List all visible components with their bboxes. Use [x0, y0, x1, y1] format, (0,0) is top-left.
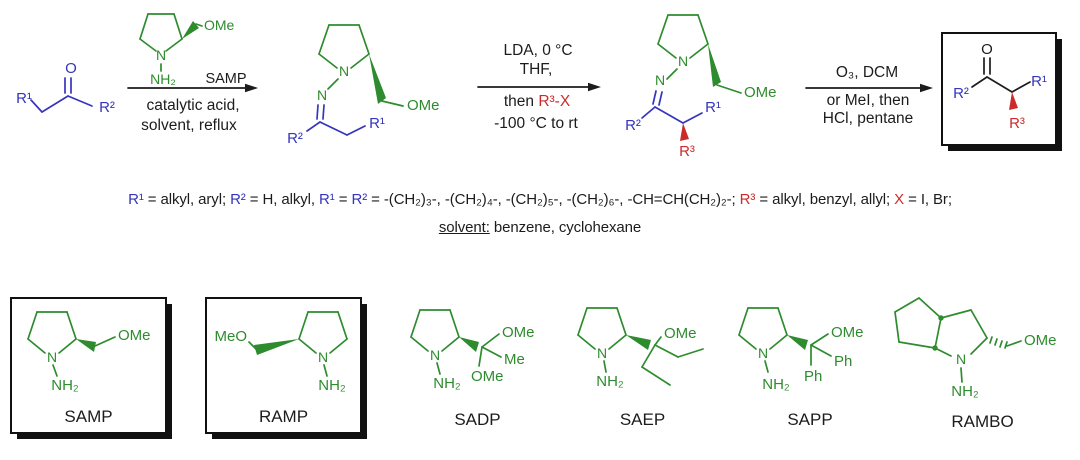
samp-caption: SAMP [64, 407, 113, 426]
product-box: O R² R¹ R³ [941, 32, 1057, 146]
samp-reagent-n-label: N [156, 47, 166, 63]
ramp-aux-structure: N NH₂ MeO [214, 311, 348, 394]
saep-aux-n-label: N [597, 345, 607, 361]
rambo-aux-nh2-label: NH₂ [951, 383, 979, 400]
ramp-aux-bonds [248, 311, 348, 377]
samp-aux-nh2-label: NH₂ [51, 377, 79, 394]
ramp-aux-meo-label: MeO [214, 328, 247, 345]
arrow-step3 [805, 83, 933, 93]
condition-step3-below2: HCl, pentane [822, 110, 914, 127]
rambo-aux-ome-label: OMe [1024, 332, 1057, 349]
sadp-aux-bonds [410, 309, 502, 375]
saep-aux-structure: N NH₂ OMe [577, 307, 704, 390]
ketone-r1-label: R¹ [16, 90, 32, 107]
product-r1-label: R¹ [1031, 73, 1047, 90]
samp-aux-box: N NH₂ OMe SAMP [10, 297, 167, 434]
alkylated-hydrazone-bonds [641, 14, 742, 141]
alkylated-r3-label: R³ [679, 143, 695, 160]
samp-aux-structure: N NH₂ OMe [27, 311, 151, 394]
hydrazone-r2-label: R² [287, 130, 303, 147]
sadp-aux-structure: N NH₂ OMe Me OMe [410, 309, 535, 392]
saep-aux-bonds [577, 307, 704, 386]
alkylated-imine-n-label: N [655, 72, 665, 88]
sadp-aux-n-label: N [430, 347, 440, 363]
hydrazone-imine-n-label: N [317, 87, 327, 103]
ketone-o-label: O [65, 60, 77, 77]
samp-reagent-ome-label: OMe [204, 17, 235, 33]
condition-step3-below1: or MeI, then [826, 92, 910, 109]
product-r3-label: R³ [1009, 115, 1025, 132]
ketone-structure: R¹ O R² [16, 60, 115, 116]
sapp-aux-ph-down-label: Ph [804, 368, 822, 385]
saep-aux-nh2-label: NH₂ [596, 373, 624, 390]
solvent-definitions-line: solvent: benzene, cyclohexane [438, 219, 642, 236]
hydrazone-ome-label: OMe [407, 97, 440, 114]
rambo-aux-bonds [894, 297, 1022, 383]
samp-reagent-bonds [139, 13, 203, 72]
r-group-definitions-line: R¹ = alkyl, aryl; R² = H, alkyl, R¹ = R²… [128, 191, 952, 208]
alkylated-ome-label: OMe [744, 84, 777, 101]
hydrazone-structure: N N OMe R² R¹ [287, 24, 440, 147]
ramp-aux-n-label: N [318, 349, 328, 365]
samp-aux-bonds [27, 311, 116, 377]
samp-aux-ome-label: OMe [118, 327, 151, 344]
ramp-aux-nh2-label: NH₂ [318, 377, 346, 394]
condition-step1-line2: solvent, reflux [141, 117, 237, 134]
hydrazone-ring-n-label: N [339, 63, 349, 79]
alkylated-r1-label: R¹ [705, 99, 721, 116]
sadp-aux-ome-bottom-label: OMe [471, 368, 504, 385]
sadp-aux-me-label: Me [504, 351, 525, 368]
arrow-step1 [127, 83, 258, 93]
ketone-r2-label: R² [99, 99, 115, 116]
sapp-aux-n-label: N [758, 345, 768, 361]
condition-step2-below2: -100 °C to rt [494, 115, 578, 132]
rambo-caption: RAMBO [951, 412, 1014, 431]
sapp-aux-nh2-label: NH₂ [762, 376, 790, 393]
alkylated-hydrazone-structure: N N OMe R² R¹ R³ [625, 14, 777, 160]
hydrazone-bonds [306, 24, 404, 136]
samp-reagent-nh2-label: NH₂ [150, 71, 176, 87]
sapp-aux-ph-right-label: Ph [834, 353, 852, 370]
sadp-aux-ome-top-label: OMe [502, 324, 535, 341]
condition-step2-above1: LDA, 0 °C [503, 42, 573, 59]
alkylated-r2-label: R² [625, 117, 641, 134]
product-structure: O R² R¹ R³ [953, 41, 1047, 132]
condition-step3-above1: O₃, DCM [835, 64, 899, 81]
sadp-aux-nh2-label: NH₂ [433, 375, 461, 392]
product-o-label: O [981, 41, 993, 58]
sapp-caption: SAPP [787, 410, 833, 429]
sapp-aux-structure: N NH₂ OMe Ph Ph [738, 307, 864, 393]
condition-step2-above2: THF, [519, 61, 553, 78]
ramp-aux-box: N NH₂ MeO RAMP [205, 297, 362, 434]
arrow-step2 [477, 82, 601, 92]
reagent-name-samp: SAMP [205, 71, 247, 87]
saep-aux-ome-label: OMe [664, 325, 697, 342]
rambo-aux-structure: N NH₂ OMe [894, 297, 1057, 400]
samp-reagent-structure: N NH₂ OMe [139, 13, 235, 87]
condition-step1-line1: catalytic acid, [146, 97, 240, 114]
product-bonds [971, 57, 1031, 110]
rambo-aux-n-label: N [956, 351, 966, 367]
hydrazone-r1-label: R¹ [369, 115, 385, 132]
sapp-aux-bonds [738, 307, 832, 373]
ketone-bonds [30, 77, 93, 113]
condition-step2-below1: then R³-X [503, 93, 571, 110]
samp-aux-n-label: N [47, 349, 57, 365]
sapp-aux-ome-label: OMe [831, 324, 864, 341]
ramp-caption: RAMP [258, 407, 309, 426]
product-r2-label: R² [953, 85, 969, 102]
alkylated-ring-n-label: N [678, 53, 688, 69]
saep-caption: SAEP [619, 410, 666, 429]
sadp-caption: SADP [454, 410, 501, 429]
